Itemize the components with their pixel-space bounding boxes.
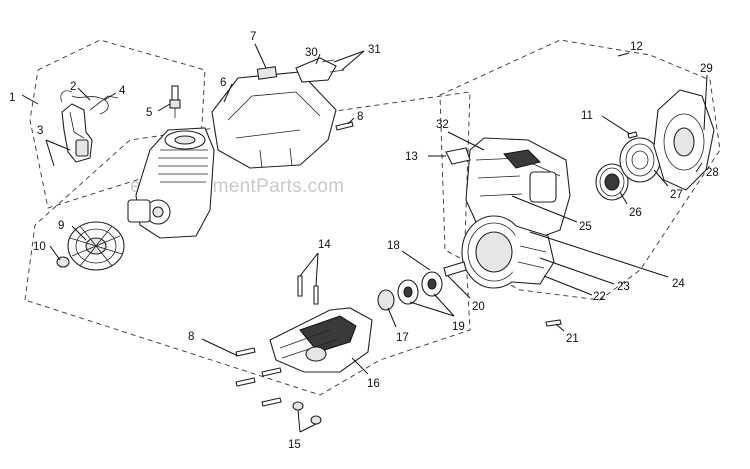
callout-13: 13 xyxy=(405,151,418,163)
fan-housing xyxy=(461,215,555,289)
housing-screws xyxy=(235,347,282,407)
shroud-decal xyxy=(256,66,278,80)
callout-32: 32 xyxy=(436,119,449,131)
primer-bulb xyxy=(445,147,471,165)
callout-12: 12 xyxy=(630,41,643,53)
callout-20: 20 xyxy=(472,301,485,313)
housing-nuts xyxy=(292,401,322,425)
callout-8-lower: 8 xyxy=(188,331,194,343)
callout-10: 10 xyxy=(33,241,46,253)
engine-block xyxy=(127,127,215,239)
recoil-pulley xyxy=(595,163,629,201)
callout-28: 28 xyxy=(706,167,719,179)
drive-housing xyxy=(269,307,373,373)
callout-labels: 1 2 3 4 5 6 7 8 8 9 10 11 12 13 14 15 16… xyxy=(9,31,719,451)
callout-16: 16 xyxy=(367,378,380,390)
callout-22: 22 xyxy=(593,291,606,303)
callout-30: 30 xyxy=(305,47,318,59)
callout-18: 18 xyxy=(387,240,400,252)
callout-29: 29 xyxy=(700,63,713,75)
top-screws xyxy=(297,275,319,305)
callout-11: 11 xyxy=(581,110,593,122)
ignition-coil xyxy=(60,90,93,163)
shroud-screw xyxy=(335,121,354,131)
callout-6: 6 xyxy=(220,77,226,89)
callout-21: 21 xyxy=(566,333,579,345)
flywheel xyxy=(67,221,125,271)
ignition-group-outline xyxy=(29,39,206,209)
callout-19: 19 xyxy=(452,321,465,333)
starter-housing xyxy=(653,89,715,191)
callout-14: 14 xyxy=(318,239,331,251)
callout-25: 25 xyxy=(579,221,592,233)
ignition-wire xyxy=(71,95,109,115)
callout-9: 9 xyxy=(58,220,64,232)
callout-17: 17 xyxy=(396,332,409,344)
callout-7: 7 xyxy=(250,31,256,43)
callout-8-top: 8 xyxy=(357,111,363,123)
callout-2: 2 xyxy=(70,81,76,93)
callout-5: 5 xyxy=(146,107,152,119)
callout-24: 24 xyxy=(672,278,685,290)
recoil-spring xyxy=(619,137,661,183)
recoil-screw xyxy=(627,131,638,139)
callout-4: 4 xyxy=(119,85,126,97)
spark-lead xyxy=(89,95,119,111)
spark-plug xyxy=(169,85,181,118)
air-filter-cover xyxy=(295,57,337,83)
callout-3: 3 xyxy=(37,125,43,137)
callout-26: 26 xyxy=(629,207,642,219)
side-screw xyxy=(545,319,562,327)
callout-23: 23 xyxy=(617,281,630,293)
callout-15: 15 xyxy=(288,439,301,451)
cover-screws xyxy=(321,59,345,73)
callout-31: 31 xyxy=(368,44,381,56)
clutch-parts xyxy=(377,261,467,311)
callout-27: 27 xyxy=(670,189,683,201)
leader-lines xyxy=(21,43,708,433)
callout-1: 1 xyxy=(9,92,15,104)
